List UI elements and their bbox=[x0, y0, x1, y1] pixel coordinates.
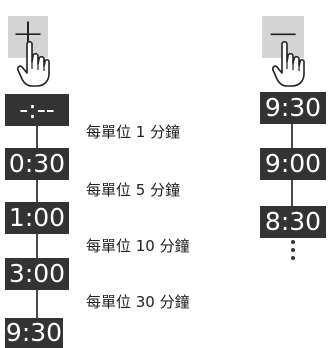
sequence-connector bbox=[36, 290, 38, 318]
sequence-connector bbox=[36, 126, 38, 148]
time-display: 3:00 bbox=[5, 258, 69, 290]
time-display: 0:30 bbox=[5, 148, 69, 180]
sequence-connector bbox=[291, 180, 293, 206]
step-label: 每單位 5 分鐘 bbox=[86, 181, 181, 199]
sequence-connector bbox=[291, 124, 293, 148]
sequence-connector bbox=[36, 180, 38, 202]
dot bbox=[291, 256, 295, 260]
dot bbox=[291, 240, 295, 244]
time-display: 9:30 bbox=[5, 318, 63, 348]
time-display: -:-- bbox=[5, 94, 69, 126]
time-display: 1:00 bbox=[5, 202, 69, 234]
time-display: 8:30 bbox=[260, 206, 326, 238]
sequence-connector bbox=[36, 234, 38, 258]
step-label: 每單位 10 分鐘 bbox=[86, 237, 190, 255]
pointing-hand-icon bbox=[272, 40, 305, 87]
continuation-ellipsis-icon bbox=[291, 240, 295, 264]
time-display: 9:30 bbox=[260, 92, 326, 124]
time-display: 9:00 bbox=[260, 148, 326, 180]
dot bbox=[291, 248, 295, 252]
step-label: 每單位 30 分鐘 bbox=[86, 293, 190, 311]
pointing-hand-icon bbox=[17, 40, 50, 87]
step-label: 每單位 1 分鐘 bbox=[86, 123, 181, 141]
plus-button[interactable]: + bbox=[8, 11, 48, 58]
